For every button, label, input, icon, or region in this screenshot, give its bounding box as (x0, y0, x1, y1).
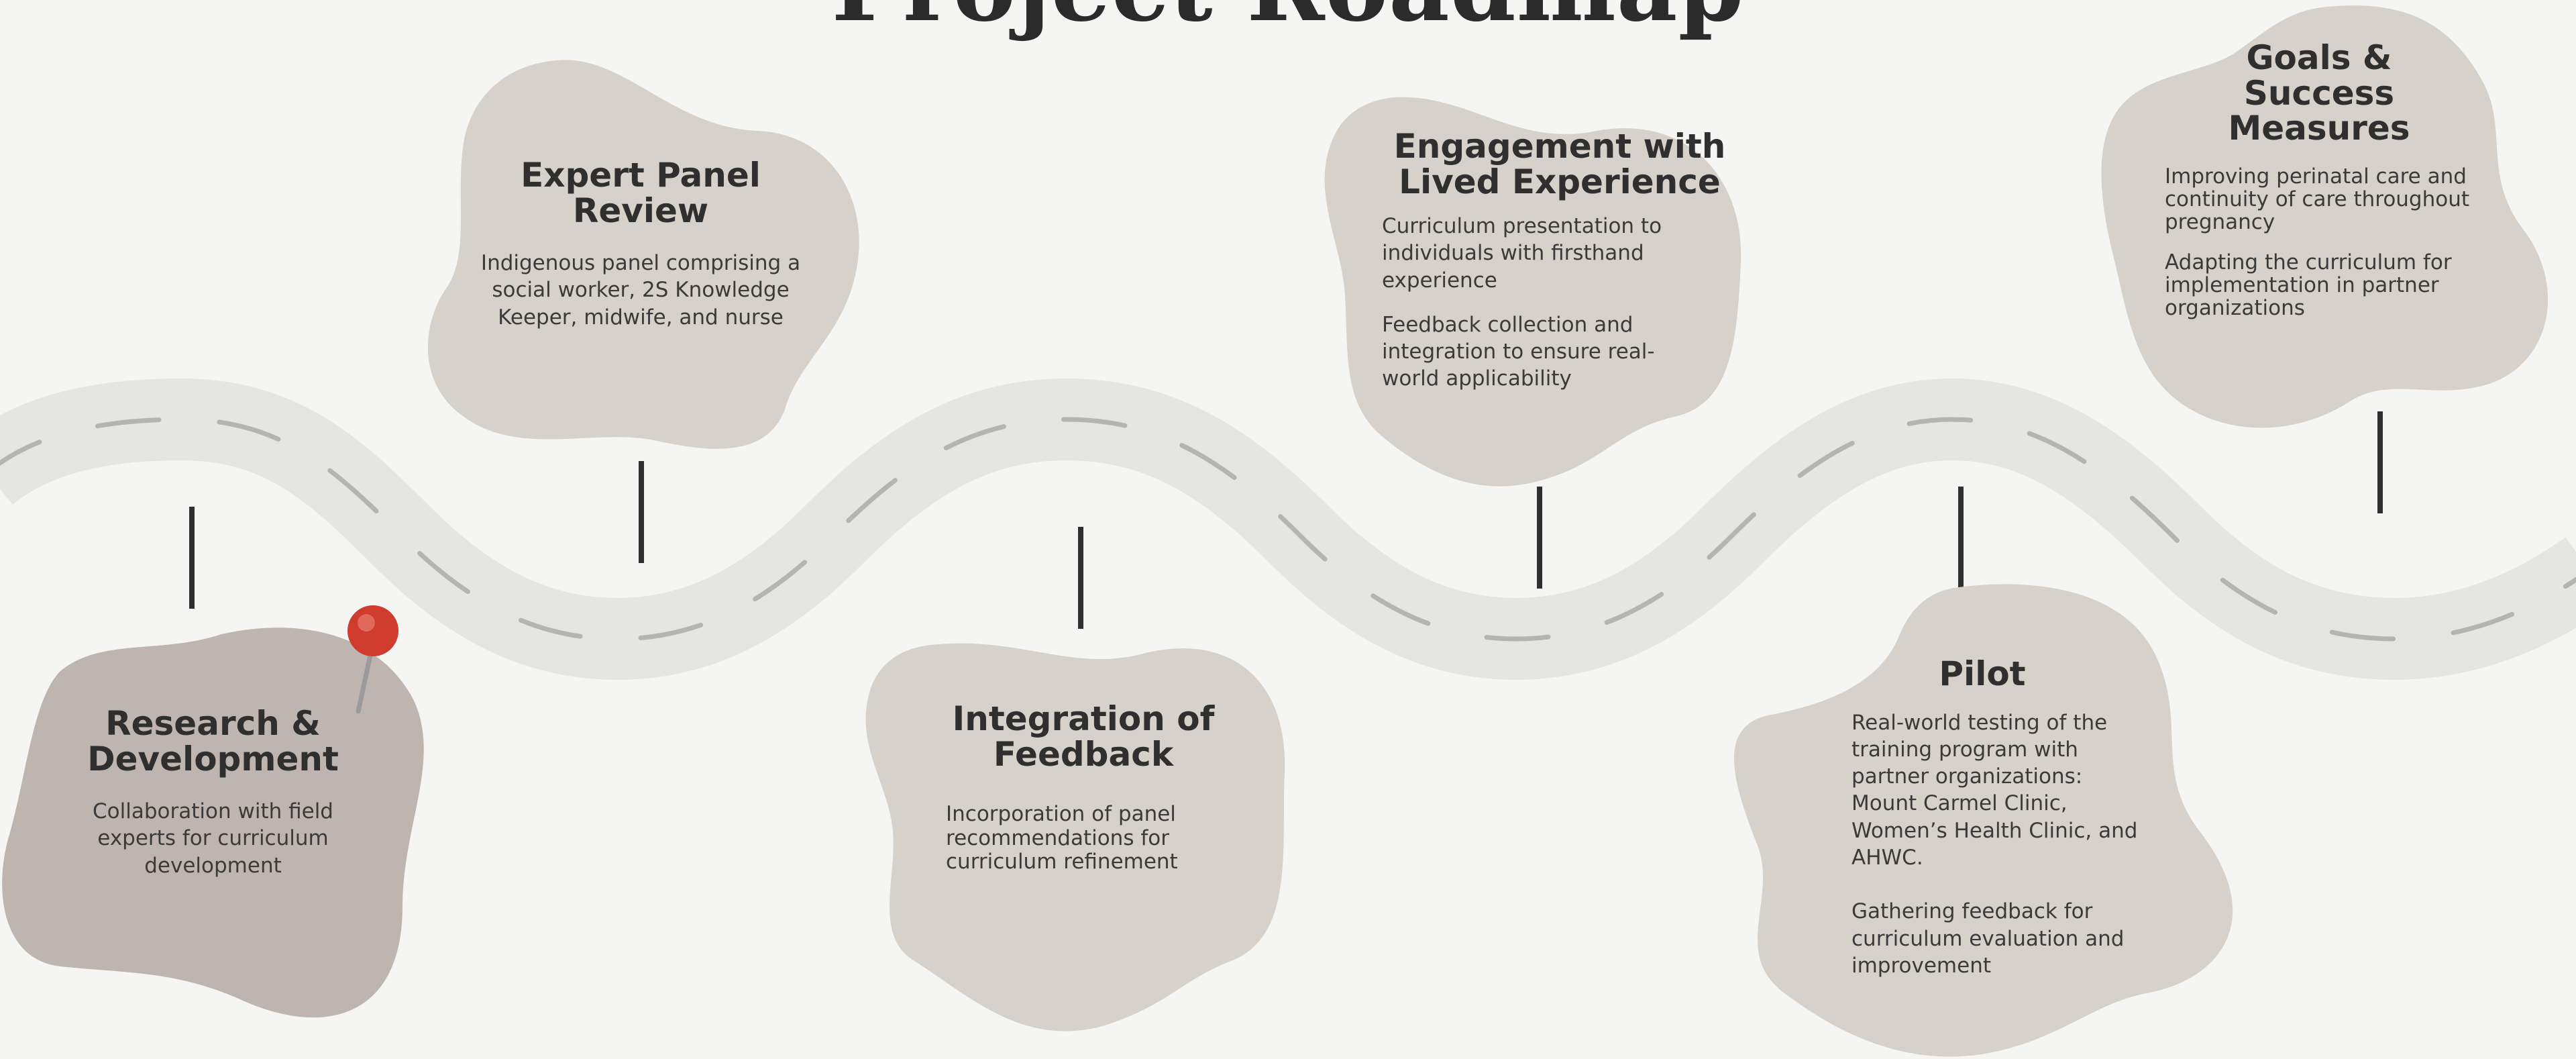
milestone-title: Engagement with Lived Experience (1393, 127, 1726, 201)
milestone-description: Indigenous panel comprising a social wor… (480, 251, 801, 330)
milestone-blob-4 (1324, 97, 1741, 487)
milestone-goals-success-measures: Goals & Success Measures Improving perin… (2165, 40, 2473, 319)
pushpin-icon (347, 605, 398, 714)
milestone-blob-2 (427, 60, 859, 449)
milestone-blob-3 (865, 643, 1285, 1031)
milestone-description: Improving perinatal care and continuity … (2165, 164, 2470, 234)
connector-line-2 (639, 461, 644, 563)
connector-line-1 (189, 507, 195, 609)
milestone-research-development: Research & Development Collaboration wit… (60, 706, 366, 879)
milestone-expert-panel-review: Expert Panel Review Indigenous panel com… (463, 158, 818, 331)
milestone-description: Curriculum presentation to individuals w… (1382, 214, 1662, 293)
page-title: Project Roadmap (0, 0, 2576, 35)
road-center-dashes (0, 417, 2576, 642)
milestone-title: Integration of Feedback (952, 699, 1215, 774)
milestone-description: Feedback collection and integration to e… (1382, 312, 1655, 391)
connector-line-6 (2377, 411, 2383, 513)
milestone-description: Adapting the curriculum for implementati… (2165, 250, 2452, 320)
milestone-blob-5 (1734, 584, 2233, 1057)
milestone-pilot: Pilot Real-world testing of the training… (1851, 656, 2153, 979)
connector-line-4 (1537, 487, 1542, 589)
milestone-description: Gathering feedback for curriculum evalua… (1851, 899, 2125, 978)
milestone-integration-of-feedback: Integration of Feedback Incorporation of… (946, 701, 1214, 874)
milestone-description: Collaboration with field experts for cur… (93, 799, 333, 878)
milestone-blob-6 (2101, 5, 2548, 428)
connector-line-5 (1958, 487, 1964, 589)
milestone-description: Real-world testing of the training progr… (1851, 710, 2138, 870)
milestone-title: Pilot (1939, 654, 2026, 693)
milestone-title: Research & Development (87, 704, 339, 778)
milestone-title: Expert Panel Review (521, 156, 761, 230)
milestone-blob-1 (2, 627, 424, 1018)
milestone-description: Incorporation of panel recommendations f… (946, 802, 1178, 874)
road (0, 378, 2576, 680)
connector-line-3 (1078, 527, 1083, 629)
milestone-title: Goals & Success Measures (2228, 38, 2410, 148)
milestone-engagement-lived-experience: Engagement with Lived Experience Curricu… (1382, 129, 1725, 393)
